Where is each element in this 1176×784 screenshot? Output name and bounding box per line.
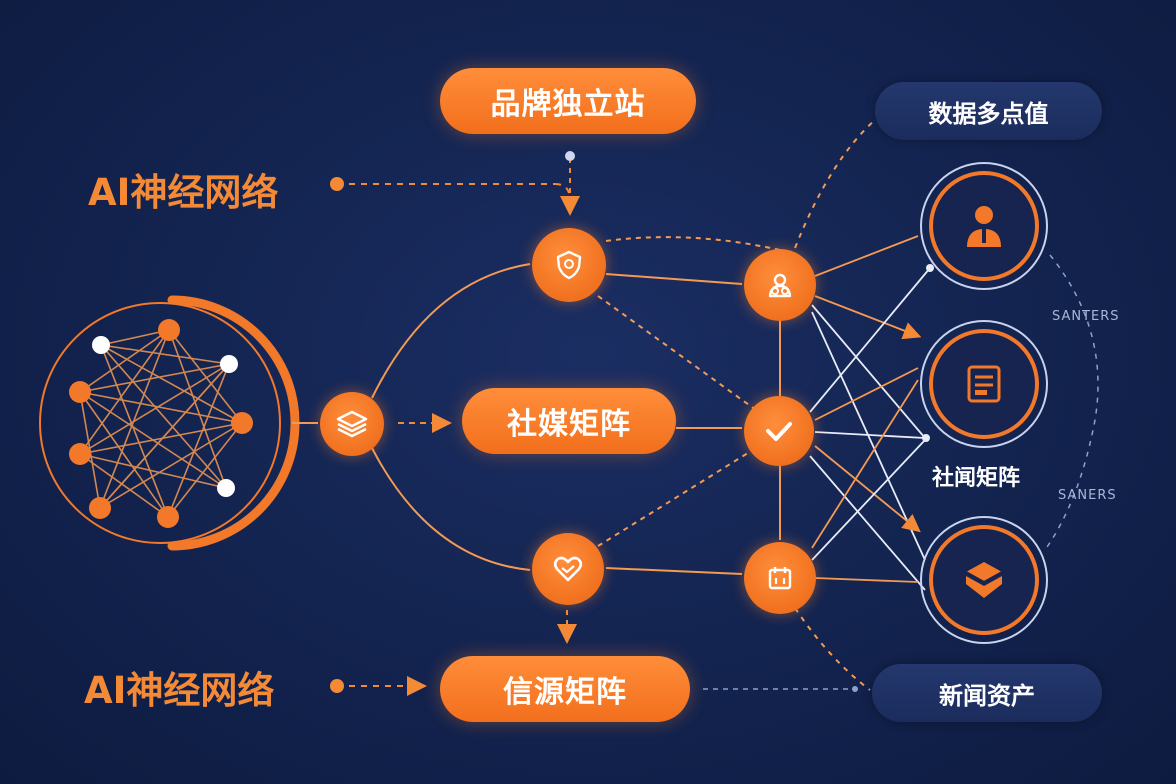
cube-icon [965, 562, 1003, 598]
ai-neural-network-label-bottom: AI神经网络 [84, 669, 275, 712]
users-icon [768, 273, 792, 298]
check-icon [766, 422, 792, 441]
cube-ring-node[interactable] [920, 516, 1048, 644]
social-matrix-pill[interactable]: 社媒矩阵 [462, 388, 676, 454]
users-node[interactable] [744, 249, 816, 321]
news-assets-pill[interactable]: 新闻资产 [872, 664, 1102, 722]
matrix-label-right: 社闻矩阵 [932, 466, 1021, 491]
data-points-pill[interactable]: 数据多点值 [875, 82, 1102, 140]
faint-label-top: SANTERS [1052, 309, 1120, 324]
network-cluster-icon [39, 295, 300, 551]
brand-site-pill[interactable]: 品牌独立站 [440, 68, 696, 134]
document-icon [967, 365, 1001, 403]
check-node[interactable] [744, 396, 814, 466]
heart-node[interactable] [532, 533, 604, 605]
source-matrix-pill[interactable]: 信源矩阵 [440, 656, 690, 722]
faint-label-bottom: SANERS [1058, 488, 1117, 503]
stack-node[interactable] [320, 392, 384, 456]
shield-icon [556, 250, 582, 280]
layers-icon [336, 410, 368, 438]
calendar-icon [768, 567, 792, 590]
document-ring-node[interactable] [920, 320, 1048, 448]
ai-neural-network-label-top: AI神经网络 [88, 171, 279, 214]
calendar-node[interactable] [744, 542, 816, 614]
person-ring-node[interactable] [920, 162, 1048, 290]
shield-node[interactable] [532, 228, 606, 302]
person-icon [967, 206, 1001, 247]
heart-icon [553, 556, 583, 582]
